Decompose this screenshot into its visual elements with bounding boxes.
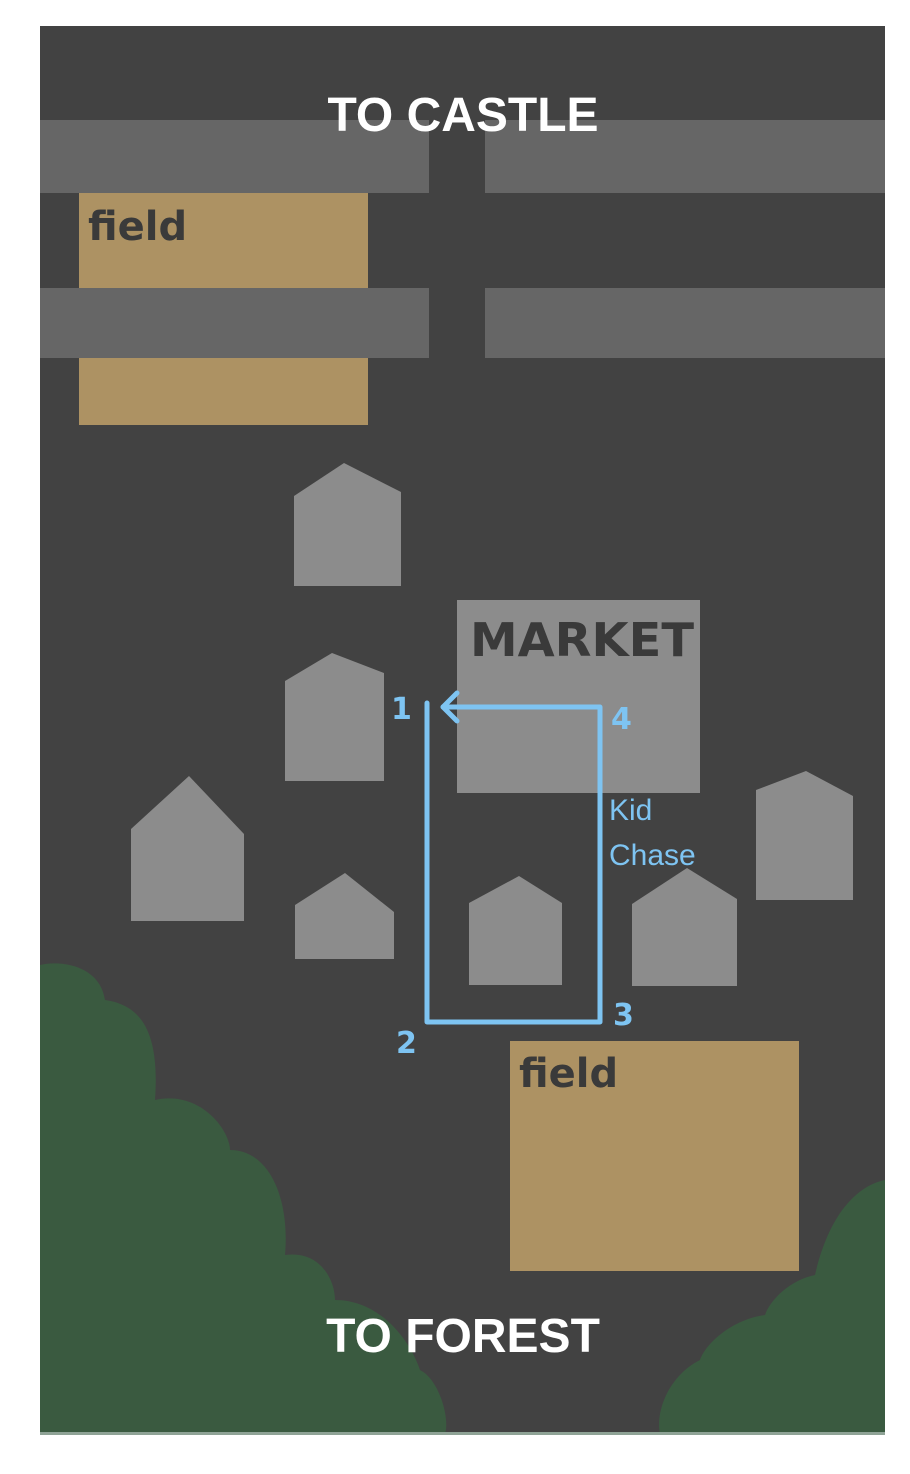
map-bottom-edge bbox=[40, 1432, 885, 1435]
road-upper-right bbox=[485, 120, 885, 193]
market-label: MARKET bbox=[470, 613, 695, 667]
market-building bbox=[457, 600, 700, 793]
forest-left bbox=[40, 963, 447, 1434]
route-name-line1: Kid bbox=[609, 794, 652, 827]
market: MARKET bbox=[457, 600, 700, 793]
house-4 bbox=[295, 873, 394, 959]
route-point-3: 3 bbox=[613, 998, 634, 1033]
route-name-line2: Chase bbox=[609, 839, 696, 872]
house-3 bbox=[131, 776, 244, 921]
field-bottom: field bbox=[510, 1041, 799, 1271]
field-top-lower bbox=[79, 358, 368, 425]
road-middle-right bbox=[485, 288, 885, 358]
route-point-4: 4 bbox=[611, 702, 632, 737]
exit-label-forest: TO FOREST bbox=[326, 1310, 600, 1363]
road-upper-left bbox=[40, 120, 429, 193]
house-5 bbox=[469, 876, 562, 985]
route-path bbox=[424, 700, 603, 1025]
field-bottom-label: field bbox=[519, 1051, 618, 1097]
kid-chase-route bbox=[424, 690, 603, 1025]
field-top-upper bbox=[79, 193, 368, 288]
house-1 bbox=[294, 463, 401, 586]
forest-left-shape bbox=[40, 963, 447, 1434]
route-point-2: 2 bbox=[396, 1026, 417, 1061]
route-arrowhead bbox=[440, 690, 460, 724]
field-bottom-area bbox=[510, 1041, 799, 1271]
houses bbox=[131, 463, 853, 986]
forest-right bbox=[659, 1180, 885, 1434]
forest-right-shape bbox=[659, 1180, 885, 1434]
roads bbox=[40, 120, 885, 358]
house-2 bbox=[285, 653, 384, 781]
house-6 bbox=[632, 868, 737, 986]
route-point-labels: 1 2 3 4 Kid Chase bbox=[391, 692, 696, 1061]
exit-label-castle: TO CASTLE bbox=[327, 89, 598, 142]
route-point-1: 1 bbox=[391, 692, 412, 727]
field-top-label: field bbox=[88, 204, 187, 250]
house-7 bbox=[756, 771, 853, 900]
road-middle-left bbox=[40, 288, 429, 358]
field-top: field bbox=[79, 193, 368, 425]
